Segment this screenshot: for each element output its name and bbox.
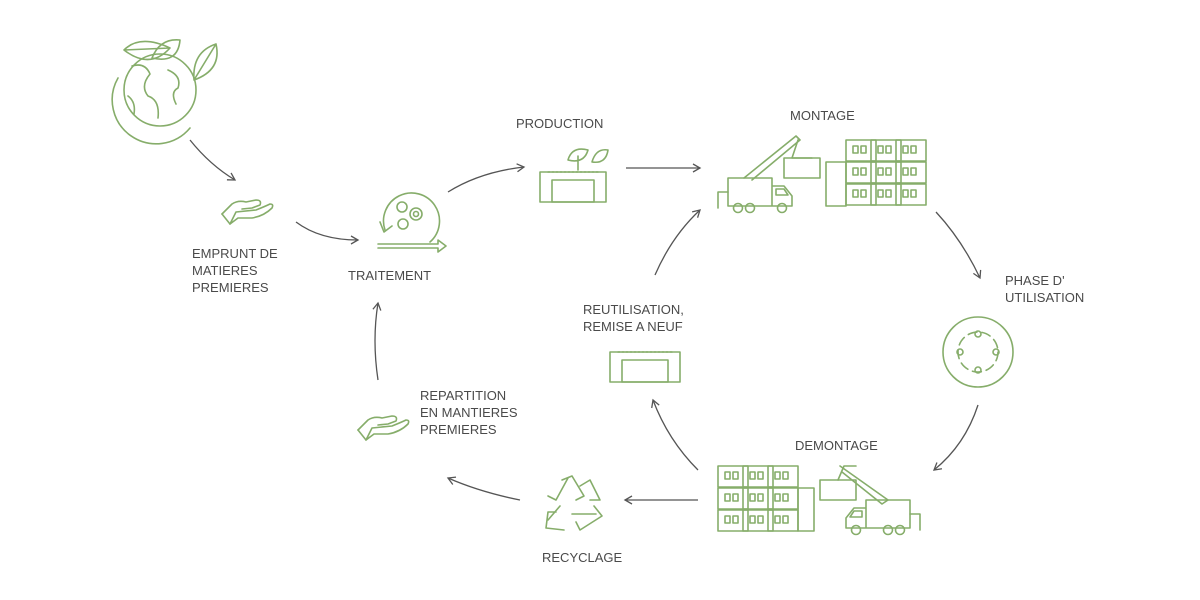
svg-text:EMPRUNT DE MATIERES: EMPRUNT DE MATIERES PREMIERES <box>192 246 281 295</box>
stage-montage: MONTAGE <box>717 108 927 214</box>
flow-arrows <box>189 139 982 505</box>
stage-emprunt: EMPRUNT DE MATIERES PREMIERES <box>192 199 281 295</box>
stage-recyclage: RECYCLAGE <box>542 475 623 565</box>
hand-icon <box>221 199 274 225</box>
arrow-recyclage-to-repartition <box>446 476 521 501</box>
repartition-label-line-2: EN MANTIERES <box>420 405 518 420</box>
stage-production: PRODUCTION <box>516 116 609 203</box>
utilisation-label-line-1: PHASE D' <box>1005 273 1065 288</box>
traitement-label: TRAITEMENT <box>348 268 431 283</box>
stage-reutilisation: REUTILISATION, REMISE A NEUF <box>583 302 688 383</box>
emprunt-label-line-2: MATIERES <box>192 263 258 278</box>
stage-demontage: DEMONTAGE <box>717 438 921 536</box>
crane-truck-containers-icon <box>717 135 927 214</box>
arrow-repartition-to-traitement <box>372 301 382 381</box>
building-icon <box>609 351 681 383</box>
svg-text:REPARTITION EN MANTIERES: REPARTITION EN MANTIERES PREMIERES <box>420 388 521 437</box>
utilisation-label-line-2: UTILISATION <box>1005 290 1084 305</box>
arrow-montage-to-utilisation <box>935 211 982 280</box>
stage-traitement: TRAITEMENT <box>348 192 447 283</box>
montage-label: MONTAGE <box>790 108 855 123</box>
svg-text:PHASE D' UTILISATION: PHASE D' UTILISATION <box>1005 273 1084 305</box>
hand-icon <box>357 415 410 441</box>
reutilisation-label-line-2: REMISE A NEUF <box>583 319 683 334</box>
stage-utilisation: PHASE D' UTILISATION <box>942 273 1084 388</box>
emprunt-label-line-1: EMPRUNT DE <box>192 246 278 261</box>
gears-cycle-icon <box>377 192 447 253</box>
repartition-label-line-3: PREMIERES <box>420 422 497 437</box>
production-label: PRODUCTION <box>516 116 603 131</box>
svg-text:REUTILISATION, REMISE A: REUTILISATION, REMISE A NEUF <box>583 302 688 334</box>
arrow-demontage-to-reutilisation <box>651 398 699 471</box>
globe-leaves-icon <box>111 39 218 145</box>
arrow-reutilisation-to-montage <box>654 209 701 276</box>
demontage-label: DEMONTAGE <box>795 438 878 453</box>
recycle-icon <box>545 475 603 531</box>
factory-leaves-icon <box>539 148 609 203</box>
arrow-traitement-to-production <box>447 163 526 193</box>
emprunt-label-line-3: PREMIERES <box>192 280 269 295</box>
recyclage-label: RECYCLAGE <box>542 550 623 565</box>
containers-crane-truck-icon <box>717 465 921 536</box>
arrow-earth-to-emprunt <box>189 139 237 181</box>
arrow-utilisation-to-demontage <box>932 404 979 471</box>
people-circle-icon <box>942 316 1014 388</box>
reutilisation-label-line-1: REUTILISATION, <box>583 302 684 317</box>
arrow-emprunt-to-traitement <box>295 221 360 245</box>
stage-repartition: REPARTITION EN MANTIERES PREMIERES <box>357 388 521 441</box>
repartition-label-line-1: REPARTITION <box>420 388 506 403</box>
